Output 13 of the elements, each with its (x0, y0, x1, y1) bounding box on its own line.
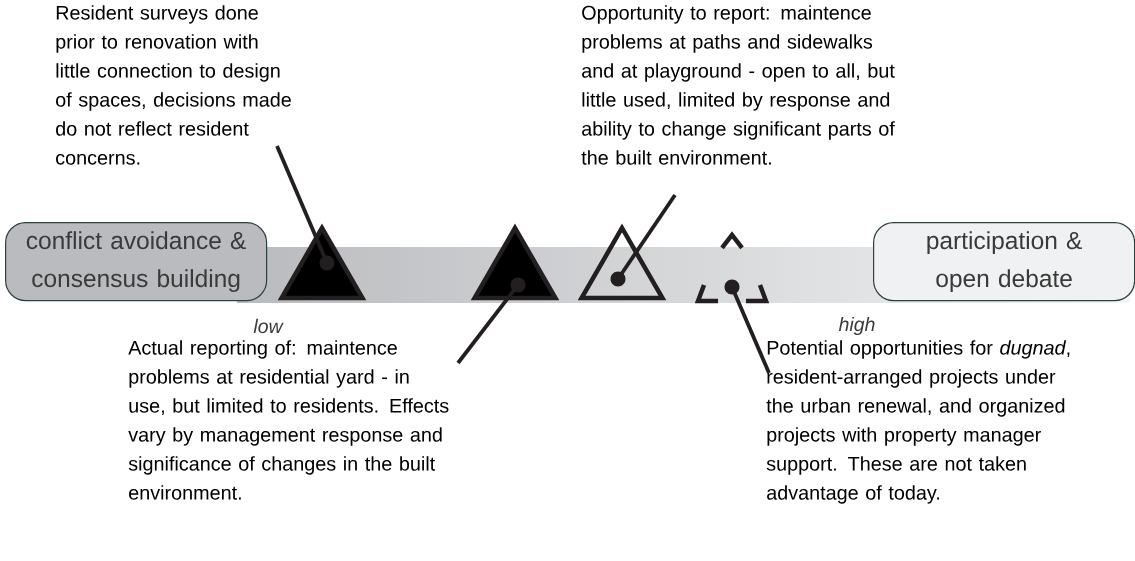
scale-end-box: participation & open debate (873, 222, 1135, 302)
broken-triangle (694, 231, 770, 304)
annotation-text: Resident surveys done prior to renovation with little connection to design of spaces, decisions made do not reflect resident concerns. (56, 5, 291, 165)
annotation-text: Actual reporting of: maintence problems at residential yard - in use, but limited to residents. Effects vary by management response and significance of changes in the built environment. (128, 340, 449, 500)
scale-label: low (253, 318, 284, 334)
leader-line (456, 277, 526, 365)
scale-label: high (838, 316, 875, 336)
scale-end-box: conflict avoidance & consensus building (5, 222, 268, 302)
annotation-text: Opportunity to report: maintence problems at paths and sidewalks and at playground - open to all, but little used, limited by response and ability to change significant parts of the built environment. (581, 5, 895, 165)
leader-line (724, 279, 771, 374)
annotation-text: Potential opportunities for dugnad, resident-arranged projects under the urban renewal, and organized projects with property manager support. These are not taken advantage of today. (766, 340, 1070, 504)
leader-line (275, 145, 335, 271)
leader-line (610, 193, 677, 287)
